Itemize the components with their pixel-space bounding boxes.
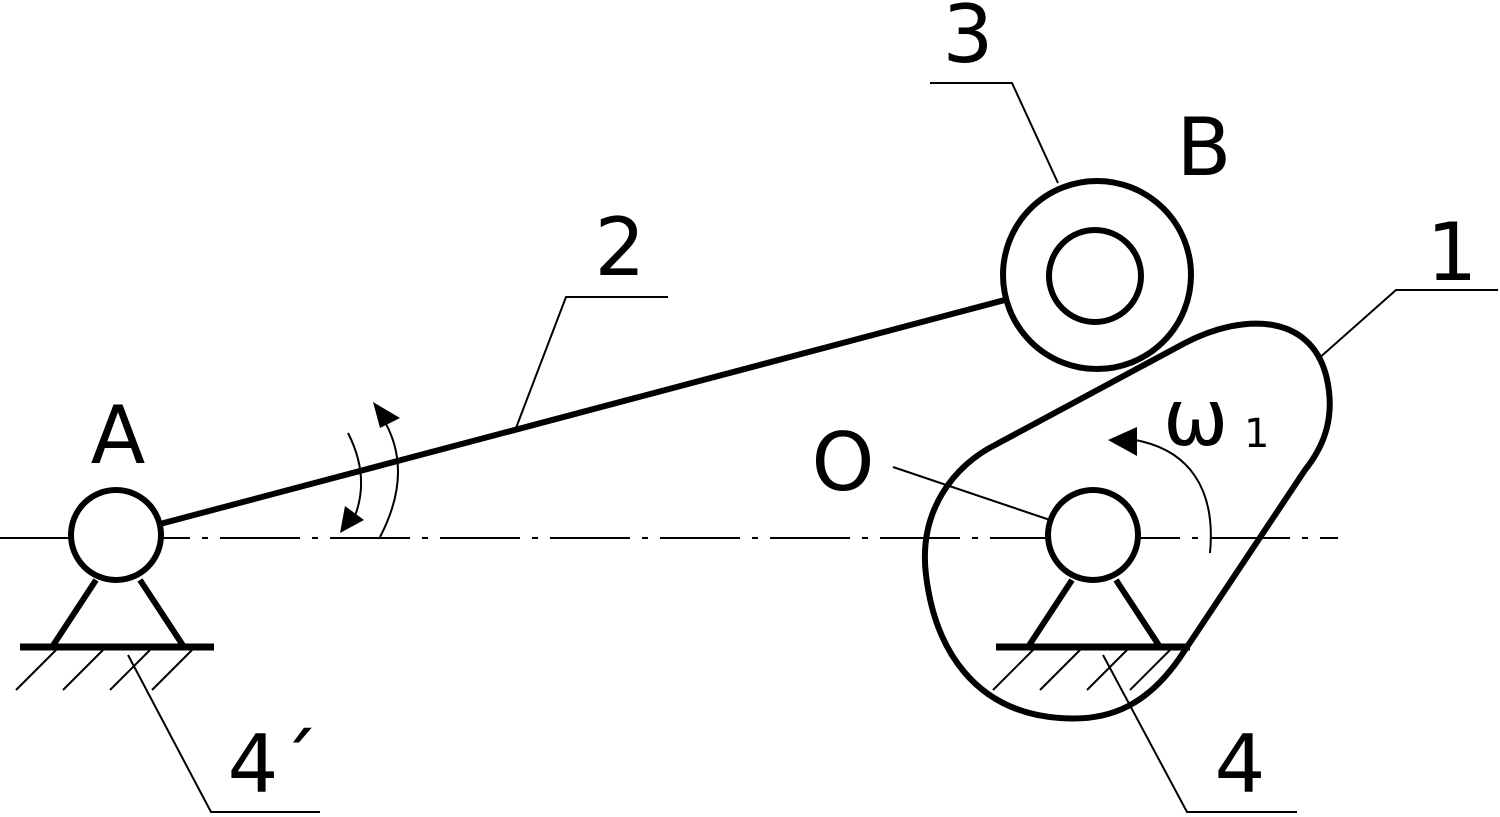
angle-arrow-up [373,402,400,428]
leader-4-prime [127,654,320,813]
leader-3 [930,82,1059,184]
joint-a [68,487,164,583]
omega-arrow-head [1108,427,1137,456]
label-omega: ω [1163,374,1228,464]
label-point-b: B [1177,101,1232,194]
joint-o [1045,487,1141,583]
label-link-2: 2 [595,201,646,294]
label-point-o: O [812,416,875,509]
label-frame-4-prime: 4´ [228,718,319,811]
label-omega-subscript: 1 [1244,411,1269,457]
leader-4 [1102,654,1297,813]
ground-support-a [15,578,214,691]
ground-hatch-a [15,649,193,691]
omega-rotation-arc [1134,439,1212,554]
angle-arrow-down [340,506,364,533]
leader-o [892,466,1051,521]
roller-pin-b [1046,227,1144,325]
cam-profile [921,320,1333,722]
leader-2 [515,296,668,429]
ground-hatch-o [992,649,1171,691]
label-frame-4: 4 [1215,718,1266,811]
label-link-1: 1 [1427,206,1478,299]
leader-1 [1316,289,1498,361]
ground-support-o [992,578,1190,691]
label-point-a: A [91,389,146,482]
leader-lines [127,82,1498,813]
link-2-arm [159,285,1051,527]
label-link-3: 3 [943,0,994,81]
